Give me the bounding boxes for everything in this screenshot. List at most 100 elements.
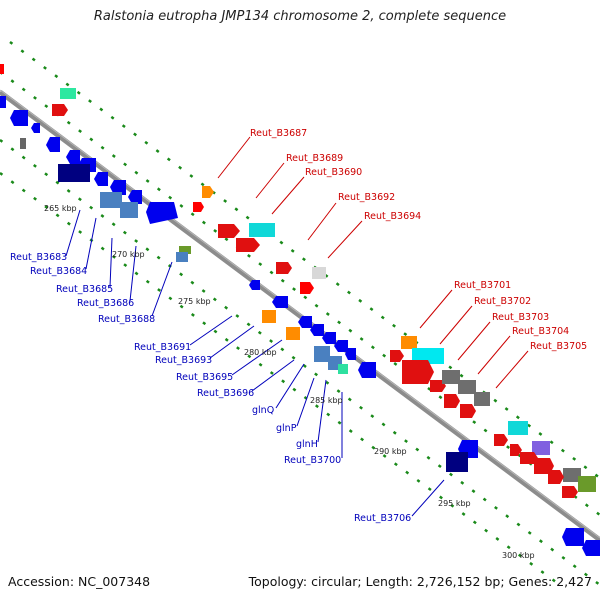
gene-arrow[interactable] <box>193 202 204 212</box>
gene-arrow[interactable] <box>66 150 80 164</box>
gene-label[interactable]: glnH <box>296 439 318 450</box>
gene-label[interactable]: Reut_B3683 <box>10 252 67 263</box>
gene-block[interactable] <box>532 441 550 455</box>
gene-block[interactable] <box>0 64 4 74</box>
gene-label[interactable]: Reut_B3700 <box>284 455 341 466</box>
gene-arrow[interactable] <box>345 348 356 360</box>
gene-arrow[interactable] <box>582 540 600 556</box>
tick-label: 280 kbp <box>244 348 277 357</box>
gene-label[interactable]: Reut_B3692 <box>338 192 395 203</box>
gene-block[interactable] <box>58 164 90 182</box>
gene-arrow[interactable] <box>94 172 108 186</box>
gene-arrow[interactable] <box>562 486 578 498</box>
gene-block[interactable] <box>508 421 528 435</box>
gene-label[interactable]: Reut_B3687 <box>250 128 307 139</box>
gene-block[interactable] <box>312 267 326 279</box>
tick-labels: 265 kbp 270 kbp 275 kbp 280 kbp 285 kbp … <box>44 204 535 560</box>
gene-arrow[interactable] <box>110 180 126 195</box>
gene-label[interactable]: Reut_B3690 <box>305 167 362 178</box>
tick-label: 290 kbp <box>374 447 407 456</box>
gene-arrow[interactable] <box>402 360 434 384</box>
tick-label: 265 kbp <box>44 204 77 213</box>
gene-arrow[interactable] <box>460 404 476 418</box>
gene-block[interactable] <box>262 310 276 323</box>
gene-arrow[interactable] <box>0 96 6 108</box>
gene-block[interactable] <box>179 246 191 254</box>
gene-arrow[interactable] <box>128 190 142 204</box>
gene-arrow[interactable] <box>334 340 348 352</box>
chromosome-backbone <box>0 89 600 543</box>
leader-line <box>255 162 285 199</box>
gene-arrow[interactable] <box>298 316 312 328</box>
reverse-strand-genes <box>0 96 600 556</box>
gene-label[interactable]: Reut_B3701 <box>454 280 511 291</box>
gene-arrow[interactable] <box>236 238 260 252</box>
gene-arrow[interactable] <box>358 362 376 378</box>
gene-block[interactable] <box>286 327 300 340</box>
gene-label[interactable]: Reut_B3688 <box>98 314 155 325</box>
gene-arrow[interactable] <box>218 224 240 238</box>
gene-block[interactable] <box>401 336 417 349</box>
gene-arrow[interactable] <box>46 137 60 152</box>
forward-strand-genes <box>0 64 596 498</box>
gene-label[interactable]: Reut_B3685 <box>56 284 113 295</box>
gene-block[interactable] <box>60 88 76 99</box>
gene-arrow[interactable] <box>300 282 314 294</box>
gene-arrow[interactable] <box>272 296 288 308</box>
leader-line <box>317 379 327 443</box>
gene-arrow[interactable] <box>562 528 584 546</box>
gene-arrow[interactable] <box>52 104 68 116</box>
gene-label[interactable]: Reut_B3706 <box>354 513 411 524</box>
gene-block[interactable] <box>176 252 188 262</box>
gene-label[interactable]: glnQ <box>252 405 274 416</box>
gene-label[interactable]: Reut_B3691 <box>134 342 191 353</box>
leader-line <box>495 350 529 389</box>
chromosome-backbone-highlight <box>0 89 600 539</box>
gene-arrow[interactable] <box>548 470 564 484</box>
gene-block[interactable] <box>458 380 476 394</box>
leader-line <box>109 237 113 288</box>
gene-block[interactable] <box>100 192 122 208</box>
gene-label[interactable]: Reut_B3702 <box>474 296 531 307</box>
gene-arrow[interactable] <box>510 444 522 456</box>
gene-block[interactable] <box>474 392 490 406</box>
gene-arrow[interactable] <box>146 202 178 224</box>
gene-block[interactable] <box>578 476 596 492</box>
page-title: Ralstonia eutropha JMP134 chromosome 2, … <box>93 9 507 24</box>
gene-block[interactable] <box>249 223 275 237</box>
gene-arrow[interactable] <box>390 350 404 362</box>
leader-line <box>231 339 283 376</box>
gene-label[interactable]: Reut_B3703 <box>492 312 549 323</box>
gene-arrow[interactable] <box>202 186 214 198</box>
gene-label[interactable]: Reut_B3684 <box>30 266 87 277</box>
gene-block[interactable] <box>442 370 460 384</box>
leader-line <box>129 245 137 302</box>
gene-arrow[interactable] <box>10 110 28 126</box>
gene-label[interactable]: Reut_B3704 <box>512 326 569 337</box>
gene-label[interactable]: glnP <box>276 423 297 434</box>
gene-label[interactable]: Reut_B3705 <box>530 341 587 352</box>
gene-label[interactable]: Reut_B3695 <box>176 372 233 383</box>
gene-arrow[interactable] <box>276 262 292 274</box>
reverse-leader-lines <box>65 209 445 517</box>
gene-arrow[interactable] <box>310 324 324 336</box>
gene-label[interactable]: Reut_B3689 <box>286 153 343 164</box>
gene-block[interactable] <box>446 452 468 472</box>
gene-arrow[interactable] <box>494 434 508 446</box>
gene-arrow[interactable] <box>31 123 40 133</box>
gene-arrow[interactable] <box>322 332 336 344</box>
gene-arrow[interactable] <box>444 394 460 408</box>
forward-gene-labels: Reut_B3687 Reut_B3689 Reut_B3690 Reut_B3… <box>250 128 587 352</box>
gene-block[interactable] <box>563 468 581 482</box>
gene-label[interactable]: Reut_B3696 <box>197 388 254 399</box>
gene-arrow[interactable] <box>249 280 260 290</box>
gene-block[interactable] <box>314 346 330 362</box>
gene-arrow[interactable] <box>520 452 538 464</box>
gene-block[interactable] <box>120 202 138 218</box>
tick-label: 275 kbp <box>178 297 211 306</box>
gene-label[interactable]: Reut_B3686 <box>77 298 134 309</box>
gene-label[interactable]: Reut_B3693 <box>155 355 212 366</box>
gene-block[interactable] <box>338 364 348 374</box>
gene-block[interactable] <box>20 138 26 149</box>
gene-label[interactable]: Reut_B3694 <box>364 211 421 222</box>
